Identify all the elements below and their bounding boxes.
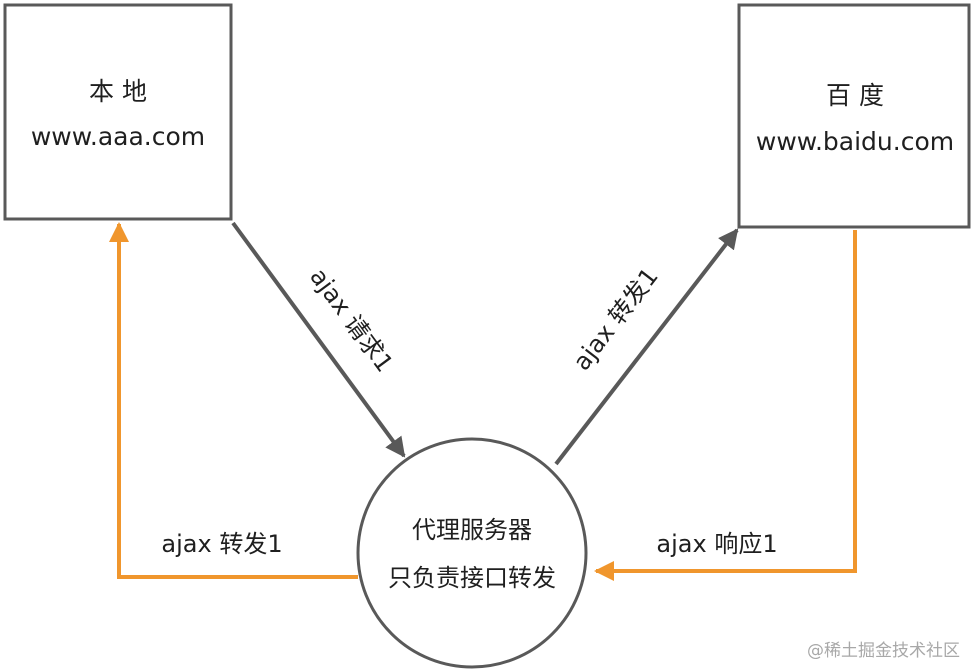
- watermark: @稀土掘金技术社区: [807, 641, 960, 661]
- forward-to-local-label: ajax 转发1: [161, 530, 282, 558]
- forward-to-baidu-label: ajax 转发1: [568, 263, 664, 376]
- proxy-node: 代理服务器 只负责接口转发: [356, 437, 588, 669]
- local-node-url: www.aaa.com: [31, 122, 205, 151]
- edge-request: ajax 请求1: [231, 221, 406, 458]
- local-node: 本 地 www.aaa.com: [3, 3, 233, 221]
- response-arrow: [594, 230, 857, 581]
- edge-forward-to-local: ajax 转发1: [109, 222, 358, 579]
- proxy-node-circle: [356, 437, 588, 669]
- edge-forward-to-baidu: ajax 转发1: [554, 228, 739, 466]
- proxy-node-title: 代理服务器: [412, 516, 532, 544]
- baidu-node-title: 百 度: [826, 81, 884, 110]
- proxy-node-subtitle: 只负责接口转发: [388, 564, 556, 592]
- request-label: ajax 请求1: [304, 263, 398, 377]
- forward-to-baidu-arrow: [554, 228, 739, 466]
- baidu-node: 百 度 www.baidu.com: [737, 3, 971, 229]
- forward-to-local-arrow: [109, 222, 358, 579]
- edge-response: ajax 响应1: [594, 230, 857, 581]
- baidu-node-url: www.baidu.com: [756, 127, 954, 156]
- response-label: ajax 响应1: [656, 530, 777, 558]
- local-node-box: [3, 3, 233, 221]
- request-arrow: [231, 221, 406, 458]
- local-node-title: 本 地: [89, 77, 147, 106]
- baidu-node-box: [737, 3, 971, 229]
